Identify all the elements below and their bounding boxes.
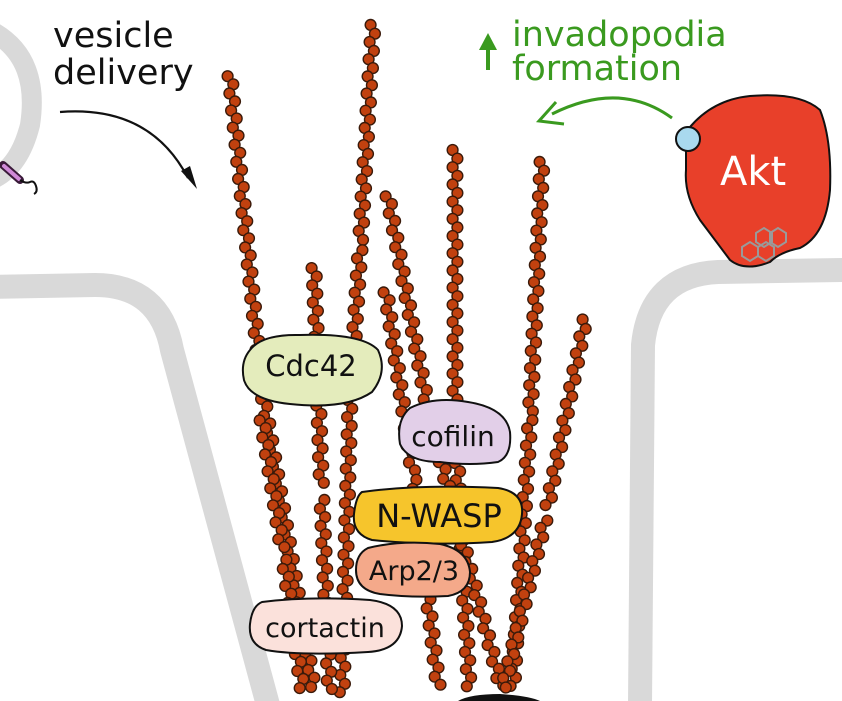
cdc42-label: Cdc42 bbox=[265, 349, 357, 383]
actin-filaments bbox=[221, 18, 592, 699]
invadopodia-label-line2: formation bbox=[512, 49, 682, 89]
akt-to-invadopodia-arrowhead-icon bbox=[535, 100, 565, 126]
actin-monomer bbox=[278, 540, 291, 554]
cdc42-blob bbox=[241, 333, 383, 407]
actin-monomer bbox=[235, 207, 248, 220]
actin-monomer bbox=[266, 499, 280, 512]
vesicle-cargo-fill bbox=[2, 164, 21, 181]
invadopodia-label-line1: invadopodia bbox=[512, 15, 727, 55]
actin-monomer bbox=[460, 680, 473, 693]
actin-monomer bbox=[264, 482, 277, 495]
actin-monomer bbox=[269, 516, 282, 529]
pip-hexagon-icons bbox=[741, 226, 787, 263]
actin-monomer bbox=[244, 292, 257, 305]
arp2-3-label: Arp2/3 bbox=[369, 556, 459, 587]
actin-monomer bbox=[317, 476, 330, 489]
vesicle-membrane bbox=[0, 24, 42, 187]
cortactin-label: cortactin bbox=[265, 613, 385, 644]
n-wasp: N-WASP bbox=[352, 485, 524, 545]
actin-monomer bbox=[428, 670, 441, 683]
n-wasp-label: N-WASP bbox=[376, 497, 502, 535]
membrane-left bbox=[0, 273, 280, 701]
actin-monomer bbox=[434, 678, 447, 691]
bottom-partial-shape bbox=[458, 694, 540, 701]
actin-filament bbox=[497, 313, 592, 694]
actin-monomer bbox=[221, 70, 234, 83]
actin-monomer bbox=[352, 295, 366, 308]
akt-to-invadopodia-arrow bbox=[551, 96, 673, 120]
cortactin: cortactin bbox=[248, 597, 404, 655]
actin-monomer bbox=[233, 189, 246, 203]
cortactin-blob bbox=[248, 597, 404, 655]
vesicle-label-line2: delivery bbox=[53, 53, 194, 93]
actin-monomer bbox=[245, 309, 259, 322]
actin-monomer bbox=[293, 681, 306, 695]
arp2-3-blob bbox=[354, 541, 472, 598]
vesicle-cargo-tail bbox=[19, 179, 38, 195]
actin-monomer bbox=[499, 681, 512, 694]
actin-monomer bbox=[230, 155, 243, 168]
actin-monomer bbox=[261, 465, 274, 478]
actin-monomer bbox=[291, 664, 304, 678]
actin-monomer bbox=[247, 326, 260, 340]
cofilin-blob bbox=[398, 399, 512, 465]
actin-monomer bbox=[420, 602, 433, 615]
actin-monomer bbox=[228, 138, 241, 151]
membrane-right bbox=[628, 258, 842, 701]
akt-label: Akt bbox=[720, 149, 786, 195]
akt-group: Akt bbox=[675, 94, 832, 268]
arp2-3: Arp2/3 bbox=[354, 541, 472, 598]
akt-protein bbox=[684, 94, 832, 268]
actin-monomer bbox=[539, 499, 552, 512]
cdc42: Cdc42 bbox=[241, 333, 383, 407]
vesicle-label-line1: vesicle bbox=[53, 16, 174, 56]
n-wasp-blob bbox=[352, 485, 524, 545]
actin-monomer bbox=[422, 619, 435, 632]
cofilin: cofilin bbox=[398, 399, 512, 465]
up-arrow-head-icon bbox=[479, 33, 497, 50]
actin-monomer bbox=[272, 533, 285, 546]
actin-monomer bbox=[355, 261, 368, 274]
pip-head-icon bbox=[675, 126, 701, 152]
cofilin-label: cofilin bbox=[411, 420, 494, 453]
actin-monomer bbox=[325, 682, 339, 696]
plasma-membrane bbox=[0, 258, 842, 701]
vesicle bbox=[0, 24, 42, 195]
actin-monomer bbox=[356, 233, 370, 246]
invadopodia-indicator bbox=[479, 33, 673, 126]
actin-monomer bbox=[237, 224, 250, 237]
vesicle-delivery-arrow bbox=[59, 110, 197, 189]
actin-filament bbox=[333, 18, 382, 699]
actin-monomer bbox=[232, 172, 245, 186]
actin-filament bbox=[504, 155, 551, 693]
actin-monomer bbox=[426, 653, 439, 666]
